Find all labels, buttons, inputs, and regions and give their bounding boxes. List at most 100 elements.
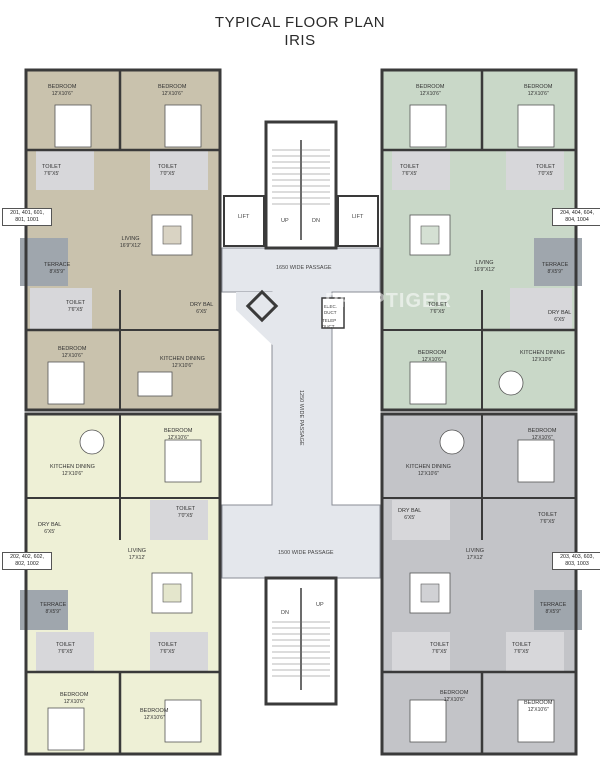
room-dim: 7'6"X5' [57, 648, 74, 655]
room-dim: 7'6"X5' [431, 648, 448, 655]
room-dim: 12'X10'6" [143, 714, 165, 721]
stair-up-top: UP [281, 218, 289, 224]
passage-top-label: 1650 WIDE PASSAGE [276, 265, 332, 271]
room-dim: 7'6"X5' [43, 170, 60, 177]
room-dim: 12'X10'6" [63, 698, 85, 705]
room-dim: 16'9"X12' [120, 242, 141, 249]
room-name: KITCHEN DINING [520, 350, 565, 356]
passage-bottom-label: 1500 WIDE PASSAGE [278, 550, 334, 556]
room-dim: 7'0"X5' [537, 170, 554, 177]
room-name: TERRACE [40, 602, 67, 608]
duct-box [321, 297, 345, 329]
room-name: TOILET [176, 506, 196, 512]
unit-label-bottom-right: 203, 403, 603, 803, 1003 [552, 552, 600, 570]
stair-core-bottom [264, 576, 338, 706]
room-name: BEDROOM [164, 428, 193, 434]
stair-dn-bottom: DN [281, 610, 289, 616]
room-dim: 7'6"X5' [401, 170, 418, 177]
unit-top-right [380, 68, 582, 412]
lift-right [337, 195, 379, 247]
room-dim: 12'X10'6" [443, 696, 465, 703]
room-dim: 7'6"X5' [67, 306, 84, 313]
room-dim: 12'X10'6" [61, 352, 83, 359]
room-dim: 17'X12' [128, 554, 146, 561]
room-dim: 6'X5' [196, 308, 208, 315]
room-name: DRY BAL [548, 310, 572, 316]
room-dim: 12'X10'6" [527, 90, 549, 97]
room-dim: 7'6"X5' [429, 308, 446, 315]
room-name: TOILET [158, 642, 178, 648]
lift-label-right: LIFT [352, 214, 364, 220]
unit-label-top-right-line2: 804, 1004 [565, 217, 589, 223]
lift-label-left: LIFT [238, 214, 250, 220]
unit-label-bottom-right-line2: 803, 1003 [565, 561, 589, 567]
room-name: LIVING [121, 236, 140, 242]
room-dim: 8'X5'9" [547, 268, 563, 275]
room-name: BEDROOM [528, 428, 557, 434]
room-dim: 6'X5' [404, 514, 416, 521]
room-dim: 6'X5' [554, 316, 566, 323]
stair-up-bottom: UP [316, 602, 324, 608]
unit-label-bottom-left-line1: 202, 402, 602, [10, 554, 44, 560]
room-dim: 16'9"X12' [474, 266, 495, 273]
room-dim: 12'X10'6" [51, 90, 73, 97]
unit-label-bottom-right-line1: 203, 403, 603, [560, 554, 594, 560]
unit-bottom-left [20, 412, 222, 756]
room-name: DRY BAL [190, 302, 214, 308]
unit-label-bottom-left-line2: 802, 1002 [15, 561, 39, 567]
unit-bottom-right [380, 412, 582, 756]
telep-duct-label: TELEP DUCT [322, 318, 337, 329]
room-name: TOILET [536, 164, 556, 170]
room-name: TOILET [428, 302, 448, 308]
unit-label-bottom-left: 202, 402, 602, 802, 1002 [2, 552, 52, 570]
plan-subtitle: IRIS [284, 32, 316, 49]
room-name: BEDROOM [58, 346, 87, 352]
room-dim: 12'X10'6" [531, 356, 553, 363]
room-name: LIVING [128, 548, 147, 554]
room-dim: 12'X10'6" [161, 90, 183, 97]
elec-duct-label: ELEC. DUCT [324, 304, 338, 315]
room-dim: 12'X10'6" [167, 434, 189, 441]
room-name: TERRACE [540, 602, 567, 608]
room-name: BEDROOM [140, 708, 169, 714]
room-name: BEDROOM [524, 700, 553, 706]
stair-dn-top: DN [312, 218, 320, 224]
room-dim: 8'X5'9" [45, 608, 61, 615]
lift-left [223, 195, 265, 247]
room-name: LIVING [466, 548, 485, 554]
room-name: TOILET [42, 164, 62, 170]
room-name: BEDROOM [158, 84, 187, 90]
room-name: TOILET [538, 512, 558, 518]
unit-label-top-left: 201, 401, 601, 801, 1001 [2, 208, 52, 226]
room-name: DRY BAL [398, 508, 422, 514]
room-name: TOILET [512, 642, 532, 648]
passage-vertical-label: 1250 WIDE PASSAGE [298, 390, 304, 446]
room-dim: 8'X5'9" [545, 608, 561, 615]
room-dim: 12'X10'6" [417, 470, 439, 477]
room-dim: 7'6"X5' [513, 648, 530, 655]
room-name: BEDROOM [48, 84, 77, 90]
